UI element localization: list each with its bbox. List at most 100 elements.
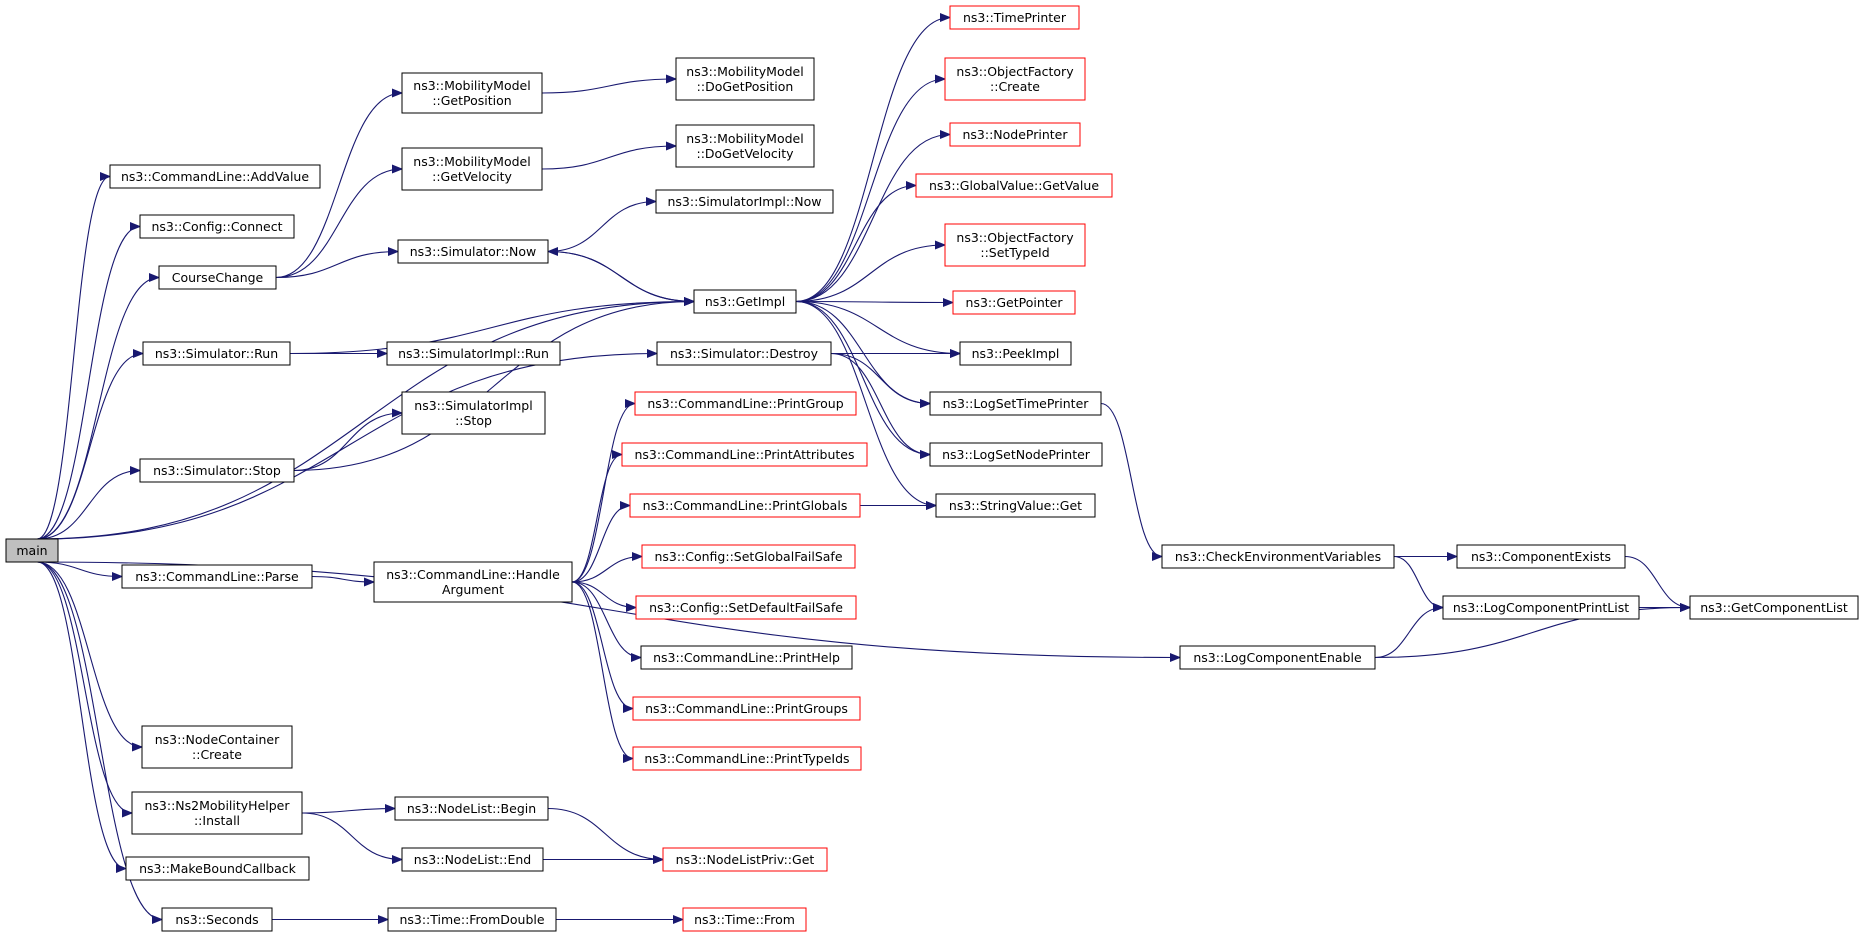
node-label: ns3::Config::SetDefaultFailSafe (649, 600, 843, 615)
node-box (142, 341, 291, 366)
node-checkenv[interactable]: ns3::CheckEnvironmentVariables (1161, 544, 1395, 569)
node-nodeprinter[interactable]: ns3::NodePrinter (949, 122, 1081, 147)
node-box (944, 223, 1086, 267)
node-logcompprint[interactable]: ns3::LogComponentPrintList (1442, 595, 1640, 620)
node-box (1442, 595, 1640, 620)
node-coursechange[interactable]: CourseChange (158, 265, 277, 290)
node-label: ::GetPosition (432, 93, 511, 108)
edge-nlbegin-to-nlprivget (547, 807, 663, 860)
edge-simstop-to-getimpl (293, 302, 694, 472)
node-main[interactable]: main (5, 538, 59, 563)
node-box (401, 72, 543, 114)
node-box (915, 173, 1113, 198)
node-box (121, 564, 313, 589)
node-peekimpl[interactable]: ns3::PeekImpl (959, 341, 1072, 366)
node-box (125, 856, 310, 881)
node-label: ns3::Config::Connect (151, 219, 282, 234)
node-box (944, 57, 1086, 101)
node-box (158, 265, 277, 290)
node-getvel[interactable]: ns3::MobilityModel::GetVelocity (401, 147, 543, 191)
node-label: ns3::NodeContainer (155, 732, 280, 747)
node-ofsettypeid[interactable]: ns3::ObjectFactory::SetTypeId (944, 223, 1086, 267)
node-box (675, 57, 815, 101)
node-printglobals[interactable]: ns3::CommandLine::PrintGlobals (629, 493, 861, 518)
node-label: main (16, 543, 47, 558)
edge-ns2install-to-nlend (301, 812, 402, 860)
node-setglobalfs[interactable]: ns3::Config::SetGlobalFailSafe (641, 544, 856, 569)
node-label: Argument (442, 582, 504, 597)
node-strvalget[interactable]: ns3::StringValue::Get (935, 493, 1096, 518)
node-label: ns3::CommandLine::PrintGroup (647, 396, 843, 411)
node-label: ns3::MakeBoundCallback (139, 861, 297, 876)
node-logsetnp[interactable]: ns3::LogSetNodePrinter (929, 442, 1103, 467)
node-label: ns3::Ns2MobilityHelper (144, 798, 290, 813)
node-setdefaultfs[interactable]: ns3::Config::SetDefaultFailSafe (635, 595, 857, 620)
node-box (131, 791, 303, 835)
node-label: ns3::LogComponentEnable (1193, 650, 1362, 665)
node-simimplnow[interactable]: ns3::SimulatorImpl::Now (655, 189, 834, 214)
node-label: ::DoGetVelocity (696, 146, 794, 161)
node-printgroups[interactable]: ns3::CommandLine::PrintGroups (632, 696, 861, 721)
node-compexists[interactable]: ns3::ComponentExists (1456, 544, 1626, 569)
node-simimplstop[interactable]: ns3::SimulatorImpl::Stop (401, 391, 546, 435)
edge-handlearg-to-printtypeids (571, 581, 634, 759)
node-seconds[interactable]: ns3::Seconds (161, 907, 273, 932)
node-nlbegin[interactable]: ns3::NodeList::Begin (394, 796, 549, 821)
node-fromdouble[interactable]: ns3::Time::FromDouble (387, 907, 557, 932)
node-logsettp[interactable]: ns3::LogSetTimePrinter (929, 391, 1102, 416)
node-simimplrun[interactable]: ns3::SimulatorImpl::Run (386, 341, 561, 366)
node-nccreate[interactable]: ns3::NodeContainer::Create (141, 725, 293, 769)
node-label: ::Create (990, 79, 1040, 94)
node-dogetpos[interactable]: ns3::MobilityModel::DoGetPosition (675, 57, 815, 101)
node-box (1161, 544, 1395, 569)
node-getpointer[interactable]: ns3::GetPointer (952, 290, 1076, 315)
node-getimpl[interactable]: ns3::GetImpl (693, 289, 797, 314)
node-ofcreate[interactable]: ns3::ObjectFactory::Create (944, 57, 1086, 101)
edge-getimpl-to-peekimpl (795, 300, 960, 354)
node-label: ns3::CommandLine::Handle (386, 567, 560, 582)
node-nlend[interactable]: ns3::NodeList::End (401, 847, 544, 872)
node-box (935, 493, 1096, 518)
node-box (401, 391, 546, 435)
node-logcompenable[interactable]: ns3::LogComponentEnable (1179, 645, 1376, 670)
node-ns2install[interactable]: ns3::Ns2MobilityHelper::Install (131, 791, 303, 835)
node-label: ::Install (194, 813, 240, 828)
node-box (929, 442, 1103, 467)
node-box (401, 147, 543, 191)
node-box (655, 189, 834, 214)
node-nlprivget[interactable]: ns3::NodeListPriv::Get (662, 847, 828, 872)
node-timeprinter[interactable]: ns3::TimePrinter (949, 5, 1080, 30)
node-gvgetvalue[interactable]: ns3::GlobalValue::GetValue (915, 173, 1113, 198)
node-printgroup[interactable]: ns3::CommandLine::PrintGroup (634, 391, 857, 416)
node-simdestroy[interactable]: ns3::Simulator::Destroy (656, 341, 832, 366)
node-printattr[interactable]: ns3::CommandLine::PrintAttributes (621, 442, 868, 467)
node-box (397, 239, 549, 264)
node-timefrom[interactable]: ns3::Time::From (682, 907, 807, 932)
edge-simrun-to-getimpl (289, 302, 694, 355)
node-box (621, 442, 868, 467)
node-makebound[interactable]: ns3::MakeBoundCallback (125, 856, 310, 881)
edge-getimpl-to-nodeprinter (795, 135, 950, 303)
node-connect[interactable]: ns3::Config::Connect (139, 214, 295, 239)
node-label: ns3::CommandLine::PrintGlobals (643, 498, 848, 513)
node-label: ns3::NodePrinter (962, 127, 1068, 142)
node-printhelp[interactable]: ns3::CommandLine::PrintHelp (640, 645, 853, 670)
node-label: ns3::CommandLine::AddValue (121, 169, 309, 184)
node-label: ns3::Simulator::Run (155, 346, 278, 361)
node-label: ::DoGetPosition (697, 79, 794, 94)
node-printtypeids[interactable]: ns3::CommandLine::PrintTypeIds (632, 746, 862, 771)
node-getcomplist[interactable]: ns3::GetComponentList (1689, 595, 1859, 620)
node-box (662, 847, 828, 872)
node-label: ns3::SimulatorImpl::Run (398, 346, 549, 361)
node-addvalue[interactable]: ns3::CommandLine::AddValue (109, 164, 321, 189)
node-label: ns3::PeekImpl (972, 346, 1060, 361)
node-label: ns3::Simulator::Now (410, 244, 537, 259)
node-box (1456, 544, 1626, 569)
node-simstop[interactable]: ns3::Simulator::Stop (139, 458, 295, 483)
node-simrun[interactable]: ns3::Simulator::Run (142, 341, 291, 366)
node-getpos[interactable]: ns3::MobilityModel::GetPosition (401, 72, 543, 114)
node-dogetvel[interactable]: ns3::MobilityModel::DoGetVelocity (675, 124, 815, 168)
node-parse[interactable]: ns3::CommandLine::Parse (121, 564, 313, 589)
node-simnow[interactable]: ns3::Simulator::Now (397, 239, 549, 264)
